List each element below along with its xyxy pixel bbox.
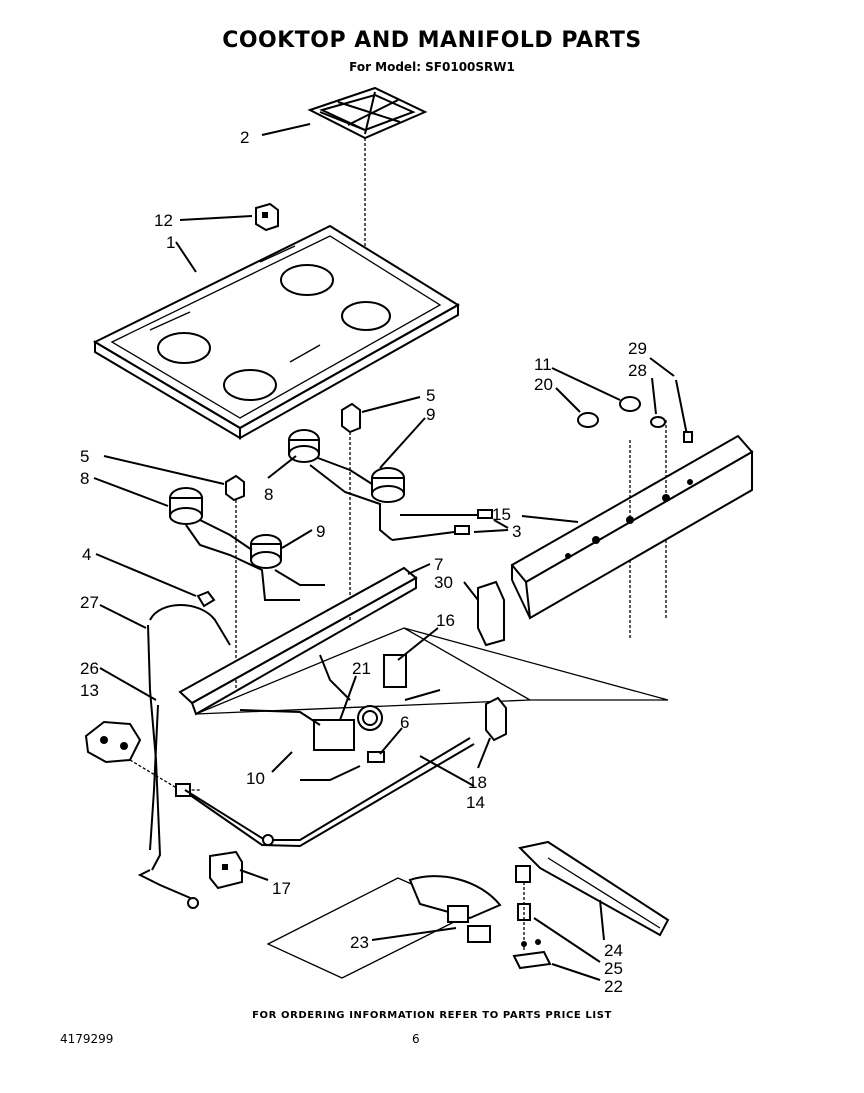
bracket-part-17	[209, 850, 243, 890]
callout-9a: 9	[426, 405, 435, 424]
callout-29: 29	[628, 339, 647, 358]
model-subtitle: For Model: SF0100SRW1	[349, 60, 515, 74]
gas-regulator-and-tubing	[84, 604, 231, 909]
right-burner-assembly	[288, 429, 493, 541]
callout-21: 21	[352, 659, 371, 678]
callout-24: 24	[604, 941, 623, 960]
manifold-rail-part	[510, 420, 754, 640]
callout-7: 7	[434, 555, 443, 574]
valve-knob-parts	[577, 379, 693, 443]
page-title: COOKTOP AND MANIFOLD PARTS	[222, 28, 642, 53]
callout-27: 27	[80, 593, 99, 612]
document-number: 4179299	[60, 1032, 114, 1046]
callout-5a: 5	[426, 386, 435, 405]
callout-30: 30	[434, 573, 453, 592]
bracket-part-18	[485, 696, 507, 742]
tube-part-14	[184, 737, 475, 848]
callout-28: 28	[628, 361, 647, 380]
callout-18: 18	[468, 773, 487, 792]
bracket-part-12	[255, 202, 279, 232]
bracket-part-5b	[225, 474, 245, 690]
callout-4: 4	[82, 545, 91, 564]
callout-22: 22	[604, 977, 623, 996]
callout-9b: 9	[316, 522, 325, 541]
callout-11: 11	[534, 355, 552, 374]
callout-13: 13	[80, 681, 99, 700]
ordering-info-footer: FOR ORDERING INFORMATION REFER TO PARTS …	[252, 1010, 612, 1021]
callout-8b: 8	[264, 485, 273, 504]
callout-1: 1	[166, 233, 175, 252]
page-number: 6	[412, 1032, 420, 1046]
nut-part-4	[196, 590, 216, 608]
leader-lines	[93, 123, 675, 981]
cooktop-part	[92, 224, 460, 440]
bracket-part-5a	[341, 402, 361, 620]
callout-14: 14	[466, 793, 485, 812]
callout-16: 16	[436, 611, 455, 630]
left-burner-assembly	[169, 487, 325, 601]
callout-17: 17	[272, 879, 291, 898]
callout-8a: 8	[80, 469, 89, 488]
callout-2: 2	[240, 128, 249, 147]
callout-12: 12	[154, 211, 173, 230]
callout-20: 20	[534, 375, 553, 394]
callout-23: 23	[350, 933, 369, 952]
manifold-bracket-part	[178, 566, 669, 716]
callout-6: 6	[400, 713, 409, 732]
callout-15: 15	[492, 505, 511, 524]
oven-burner-parts	[266, 840, 670, 979]
callout-25: 25	[604, 959, 623, 978]
callout-5b: 5	[80, 447, 89, 466]
safety-valve-parts	[239, 654, 441, 781]
callout-26: 26	[80, 659, 99, 678]
callout-10: 10	[246, 769, 265, 788]
callout-3: 3	[512, 522, 521, 541]
bracket-part-30	[477, 580, 505, 647]
